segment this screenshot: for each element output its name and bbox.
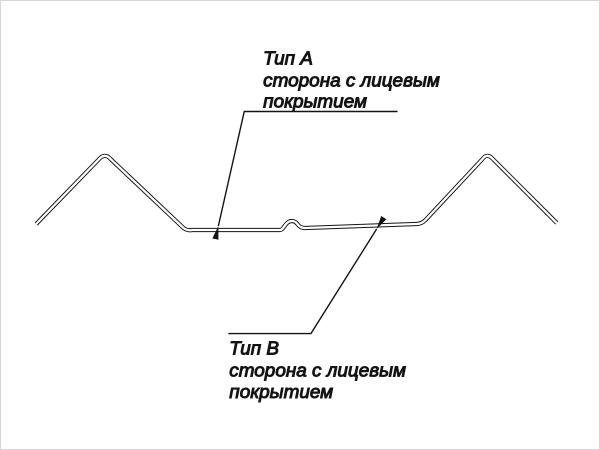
callout-type-b: Тип В сторона с лицевым покрытием [228,215,407,404]
leader-line-type-a [212,110,398,240]
label-type-a-line1: сторона с лицевым [263,71,440,92]
leader-line-type-b [228,215,387,335]
profile-sheet [34,153,559,233]
label-type-b-line2: покрытием [229,382,333,403]
label-type-a-line2: покрытием [263,92,367,113]
label-type-b-title: Тип В [229,338,279,359]
label-type-b-line1: сторона с лицевым [229,360,406,381]
callout-type-a: Тип А сторона с лицевым покрытием [212,48,440,240]
profile-outline [34,153,559,233]
label-type-a-title: Тип А [263,49,313,70]
profile-inner-line [35,154,558,232]
